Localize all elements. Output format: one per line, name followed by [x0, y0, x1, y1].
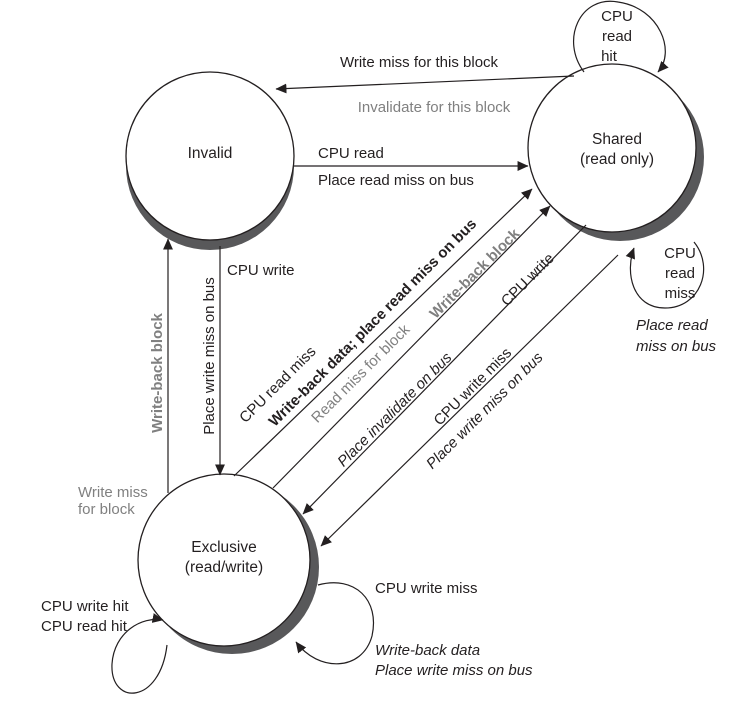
- state-invalid: Invalid: [125, 71, 295, 250]
- label-shared-hit-1: CPU: [601, 8, 633, 25]
- state-shared: Shared (read only): [527, 63, 704, 241]
- arrow-shared-to-exclusive-write-miss: [320, 254, 619, 547]
- label-cpu-read: CPU read: [318, 145, 384, 162]
- label-cpu-write: CPU write: [227, 262, 295, 279]
- shared-sublabel: (read only): [580, 151, 654, 168]
- label-shared-miss-1: CPU: [664, 245, 696, 262]
- arrow-exclusive-to-shared-read-miss-bus: [272, 205, 551, 489]
- label-excl-write-miss: CPU write miss: [375, 580, 478, 597]
- transition-arrows: [111, 0, 705, 694]
- loop-exclusive-write-miss: [295, 582, 374, 665]
- label-place-read-miss: Place read miss on bus: [318, 172, 474, 189]
- shared-label: Shared: [592, 131, 642, 148]
- arrow-shared-to-exclusive-cpu-write: [302, 224, 587, 515]
- label-for-block: for block: [78, 501, 135, 518]
- label-excl-wb-data: Write-back data: [375, 642, 480, 659]
- label-cpu-write-diag: CPU write: [498, 250, 558, 310]
- label-place-write-miss-bus: Place write miss on bus: [201, 277, 218, 435]
- loop-shared-read-miss: [625, 241, 705, 309]
- arrow-shared-to-invalid: [275, 75, 575, 94]
- label-place-read-1: Place read: [636, 317, 708, 334]
- exclusive-label: Exclusive: [191, 539, 256, 556]
- invalid-label: Invalid: [188, 145, 233, 162]
- label-excl-hit-2: CPU read hit: [41, 618, 128, 635]
- label-shared-hit-3: hit: [601, 48, 618, 65]
- label-excl-hit-1: CPU write hit: [41, 598, 129, 615]
- label-shared-miss-2: read: [665, 265, 695, 282]
- label-shared-miss-3: miss: [665, 285, 696, 302]
- exclusive-sublabel: (read/write): [185, 559, 263, 576]
- label-place-read-2: miss on bus: [636, 338, 717, 355]
- loop-exclusive-hit: [111, 613, 168, 694]
- label-excl-place-write-miss: Place write miss on bus: [375, 662, 533, 679]
- label-write-miss-this-block: Write miss for this block: [340, 54, 499, 71]
- label-invalidate-this-block: Invalidate for this block: [358, 99, 511, 116]
- loop-shared-read-hit: [573, 0, 669, 73]
- label-shared-hit-2: read: [602, 28, 632, 45]
- state-exclusive: Exclusive (read/write): [137, 473, 319, 654]
- label-writeback-data-place-read-miss: Write-back data; place read miss on bus: [266, 216, 481, 431]
- shared-circle: [527, 63, 697, 233]
- label-writeback-block-left: Write-back block: [149, 312, 166, 432]
- label-write-miss: Write miss: [78, 484, 148, 501]
- invalid-circle: [125, 71, 295, 241]
- arrow-exclusive-to-shared-read-miss: [233, 188, 533, 477]
